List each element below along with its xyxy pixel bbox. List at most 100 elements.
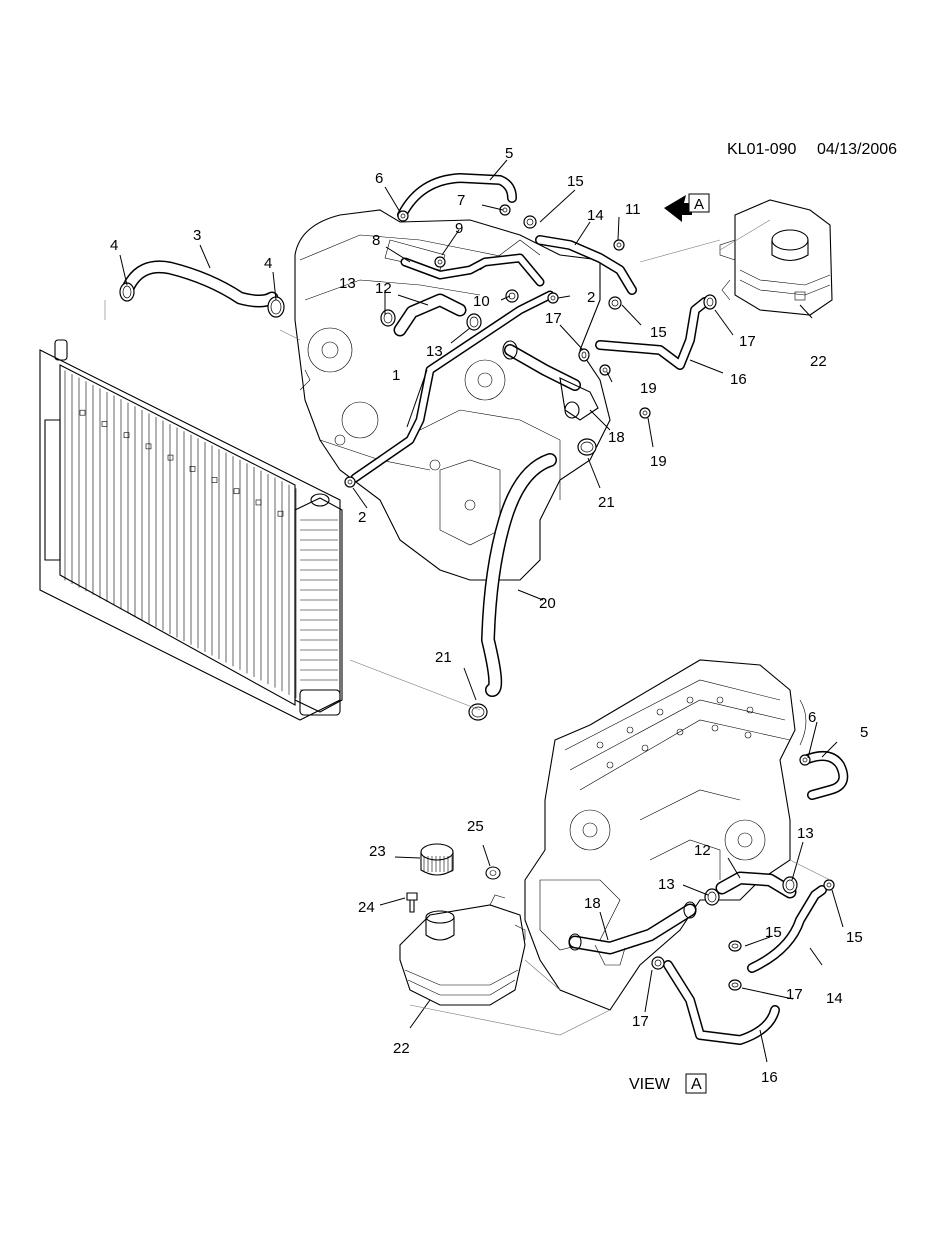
leader-line: [599, 911, 609, 941]
callout-label-14a: 14: [587, 207, 604, 224]
leader-line: [791, 841, 804, 881]
hose-16-tank-outlet: [595, 297, 710, 370]
callout-label-4b: 4: [264, 255, 272, 272]
clamp-15-top-a: [523, 215, 537, 229]
hose-12-thermostat: [393, 293, 467, 337]
leader-line: [384, 186, 401, 213]
leader-line: [589, 409, 611, 431]
leader-line: [689, 359, 724, 374]
leader-line: [831, 889, 844, 928]
callout-label-12a: 12: [375, 280, 392, 297]
callout-label-15b: 15: [650, 324, 667, 341]
leader-line: [397, 294, 429, 306]
hose-14-view-a: [747, 885, 827, 973]
hose-14-return: [535, 235, 637, 295]
callout-label-9: 9: [455, 220, 463, 237]
leader-line: [557, 295, 571, 299]
clamp-19-top-a: [599, 364, 611, 376]
leader-line: [379, 897, 406, 906]
hose-clamps: [119, 204, 835, 991]
clamp-17-top-a: [578, 348, 590, 362]
callout-label-13a: 13: [339, 275, 356, 292]
callout-label-17b: 17: [739, 333, 756, 350]
clamp-17-top-b: [703, 294, 717, 310]
callout-label-8: 8: [372, 232, 380, 249]
valve-cover-bolt: [676, 728, 684, 736]
hose-3-radiator-inlet: [121, 260, 279, 308]
leader-line: [441, 229, 460, 256]
leader-line: [559, 324, 584, 351]
coolant-outlet-pipe-top: [502, 340, 599, 421]
callout-label-16b: 16: [761, 1069, 778, 1086]
clamp-15-top-b: [608, 296, 622, 310]
leader-line: [385, 246, 411, 263]
callout-label-4a: 4: [110, 237, 118, 254]
coolant-expansion-tank-top: [719, 199, 833, 316]
leader-line: [394, 856, 421, 859]
valve-cover-bolt: [606, 761, 614, 769]
coolant-outlet-pipe-view-a: [568, 901, 697, 966]
leader-line: [799, 304, 813, 319]
callout-label-5b: 5: [860, 724, 868, 741]
clamp-10: [505, 289, 519, 303]
leader-line: [500, 295, 511, 301]
leader-lines: [119, 159, 844, 1063]
callout-label-13d: 13: [797, 825, 814, 842]
leader-line: [759, 1029, 768, 1063]
hose-20-radiator-outlet: [481, 453, 557, 697]
clamp-17-view-a-b: [651, 956, 665, 970]
leader-line: [574, 221, 591, 246]
hose-16-view-a: [663, 960, 780, 1045]
diagram-date: 04/13/2006: [817, 141, 897, 158]
reservoir-grommet: [485, 866, 501, 880]
clamp-13-top-left: [380, 309, 396, 327]
view-a-caption: VIEW A: [629, 1073, 707, 1094]
callout-label-16a: 16: [730, 371, 747, 388]
callout-label-3: 3: [193, 227, 201, 244]
callout-label-15c: 15: [765, 924, 782, 941]
callout-label-17a: 17: [545, 310, 562, 327]
clamp-13-top-right: [466, 313, 482, 331]
callout-label-18a: 18: [608, 429, 625, 446]
leader-line: [409, 999, 431, 1029]
diagram-header: KL01-090 04/13/2006: [727, 141, 897, 158]
leader-line: [450, 327, 471, 344]
valve-cover-bolt: [746, 706, 754, 714]
view-caption-box: [685, 1073, 707, 1094]
callout-label-15a: 15: [567, 173, 584, 190]
clamp-15-view-a-a: [728, 940, 742, 952]
leader-line: [272, 271, 277, 301]
leader-line: [744, 936, 771, 947]
leader-line: [647, 417, 654, 448]
leader-line: [714, 309, 734, 336]
callout-label-19a: 19: [640, 380, 657, 397]
leader-line: [644, 969, 653, 1013]
reservoir-cap: [420, 843, 454, 876]
callout-label-2a: 2: [358, 509, 366, 526]
view-caption-label: VIEW: [629, 1076, 671, 1093]
valve-cover-bolt: [711, 724, 719, 732]
valve-cover-bolt: [716, 696, 724, 704]
valve-cover-bolt: [626, 726, 634, 734]
callout-label-21b: 21: [435, 649, 452, 666]
clamp-2-left: [344, 476, 356, 488]
arrow-left-icon: [664, 195, 692, 222]
clamp-9: [434, 256, 446, 268]
valve-cover-bolt: [744, 731, 752, 739]
clamp-19-top-b: [639, 407, 651, 419]
callout-label-21a: 21: [598, 494, 615, 511]
callout-label-2b: 2: [587, 289, 595, 306]
clamp-21-bottom: [468, 703, 488, 721]
leader-line: [463, 667, 477, 701]
callout-label-13c: 13: [658, 876, 675, 893]
view-a-box: [688, 193, 710, 213]
hose-5-view-a: [800, 751, 849, 800]
valve-cover-bolt: [656, 708, 664, 716]
hoses: [121, 173, 849, 1045]
leader-line: [587, 457, 601, 489]
callout-label-22b: 22: [393, 1040, 410, 1057]
callout-label-20: 20: [539, 595, 556, 612]
callout-label-11: 11: [625, 201, 641, 218]
clamp-6-view-a: [799, 754, 811, 766]
